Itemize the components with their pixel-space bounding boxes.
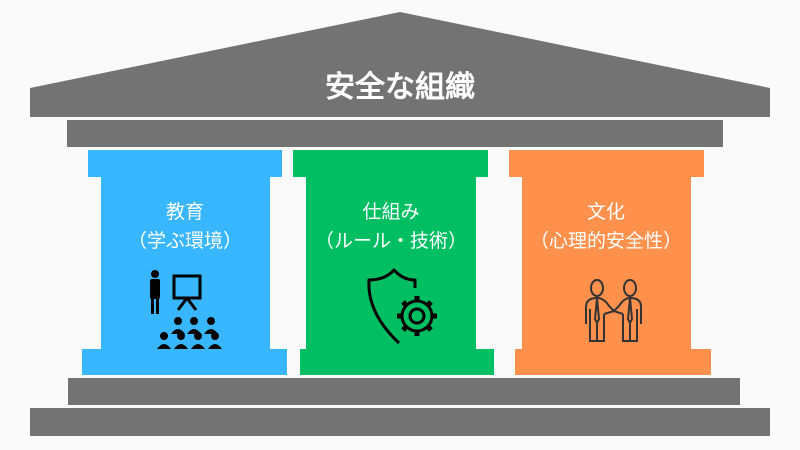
pillar-culture-base: [515, 349, 711, 375]
pillar-system-title: 仕組み: [362, 201, 420, 223]
pillar-culture-title: 文化: [586, 201, 625, 223]
shield-gear-icon: [367, 268, 437, 345]
presentation-audience-icon: [150, 270, 222, 349]
pillar-system-subtitle: （ルール・技術）: [314, 230, 467, 252]
roof-title: 安全な組織: [325, 70, 475, 105]
pillar-culture-capital: [509, 150, 704, 177]
handshake-people-icon: [585, 279, 642, 342]
roof: [30, 12, 770, 117]
beam: [67, 120, 723, 147]
pillar-system: [306, 177, 476, 349]
pillar-system-capital: [293, 150, 488, 177]
pillar-culture-subtitle: （心理的安全性）: [529, 230, 682, 252]
pillar-education-title: 教育: [165, 201, 204, 223]
pillar-education-capital: [88, 150, 282, 177]
foundation-step-lower: [30, 408, 770, 436]
pillar-education-base: [82, 349, 287, 375]
pillar-culture: [522, 177, 691, 349]
pillar-system-base: [300, 349, 494, 375]
pillar-education-subtitle: （学ぶ環境）: [127, 230, 242, 252]
pillar-education: [101, 177, 270, 349]
foundation-step-upper: [68, 378, 740, 405]
